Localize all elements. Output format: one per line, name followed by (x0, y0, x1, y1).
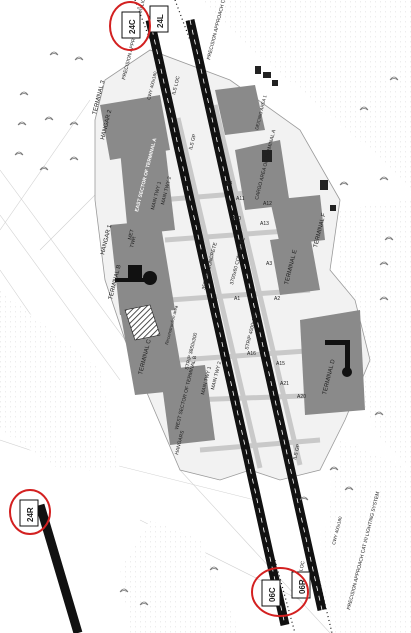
label-cwy-1: CWY 400x180 (146, 70, 158, 100)
label-a13: A13 (260, 221, 269, 227)
terminal-west-sector (160, 365, 215, 445)
runway-06R-sign: 06R (291, 571, 311, 599)
label-a4: A4 (226, 181, 232, 187)
label-a20: A20 (297, 394, 306, 400)
terminal-d (300, 310, 365, 415)
runway-24C-sign: 24C (121, 11, 141, 39)
pier-terminal-b (115, 265, 157, 285)
runway-24L-06R (185, 19, 327, 611)
label-24L: 24L (156, 14, 165, 28)
label-ils-loc-1: ILS LOC (171, 75, 182, 95)
label-a3: A3 (266, 261, 272, 267)
label-twr: TWR (129, 236, 138, 249)
terminal-e (270, 235, 320, 295)
terminal-top-right (215, 85, 265, 135)
runway-24C-06C (145, 19, 290, 626)
hatched-building-icon (124, 304, 161, 341)
terminal-b (110, 220, 175, 315)
terminal-east-sector (120, 145, 175, 235)
terminal-3 (100, 95, 170, 160)
label-a15: A15 (276, 361, 285, 367)
marker-06C (251, 567, 309, 617)
label-ils-gp-1: ILS GP (188, 133, 198, 151)
label-a1: A1 (234, 296, 240, 302)
cargo-area (235, 140, 290, 210)
approach-lights (134, 0, 333, 633)
small-buildings (255, 66, 336, 211)
label-hangars: HANGARS (174, 429, 186, 455)
label-cwy-2: CWY 400x180 (331, 515, 343, 545)
tree-icon (14, 51, 399, 606)
runway-24R-sign: 24R (19, 499, 39, 527)
runway-06C-sign: 06C (261, 579, 281, 607)
label-a10: A10 (232, 216, 241, 222)
marker-24C (109, 1, 151, 51)
marker-24R (9, 489, 51, 535)
label-met: MET (127, 229, 135, 241)
runway-24L-sign: 24L (149, 5, 169, 33)
terminal-f (270, 195, 325, 245)
label-a12: A12 (263, 201, 272, 207)
label-a2: A2 (274, 296, 280, 302)
label-a16: A16 (247, 351, 256, 357)
pier-terminal-d (325, 340, 352, 377)
label-ils-loc-2: ILS LOC (296, 560, 307, 580)
label-ils-gp-2: ILS GP (292, 443, 302, 461)
label-a21: A21 (280, 381, 289, 387)
label-24R: 24R (26, 507, 35, 522)
highlight-markers (9, 1, 309, 617)
label-06R: 06R (298, 579, 307, 594)
label-a11: A11 (236, 196, 245, 202)
label-06C: 06C (268, 587, 277, 602)
label-24C: 24C (128, 19, 137, 34)
